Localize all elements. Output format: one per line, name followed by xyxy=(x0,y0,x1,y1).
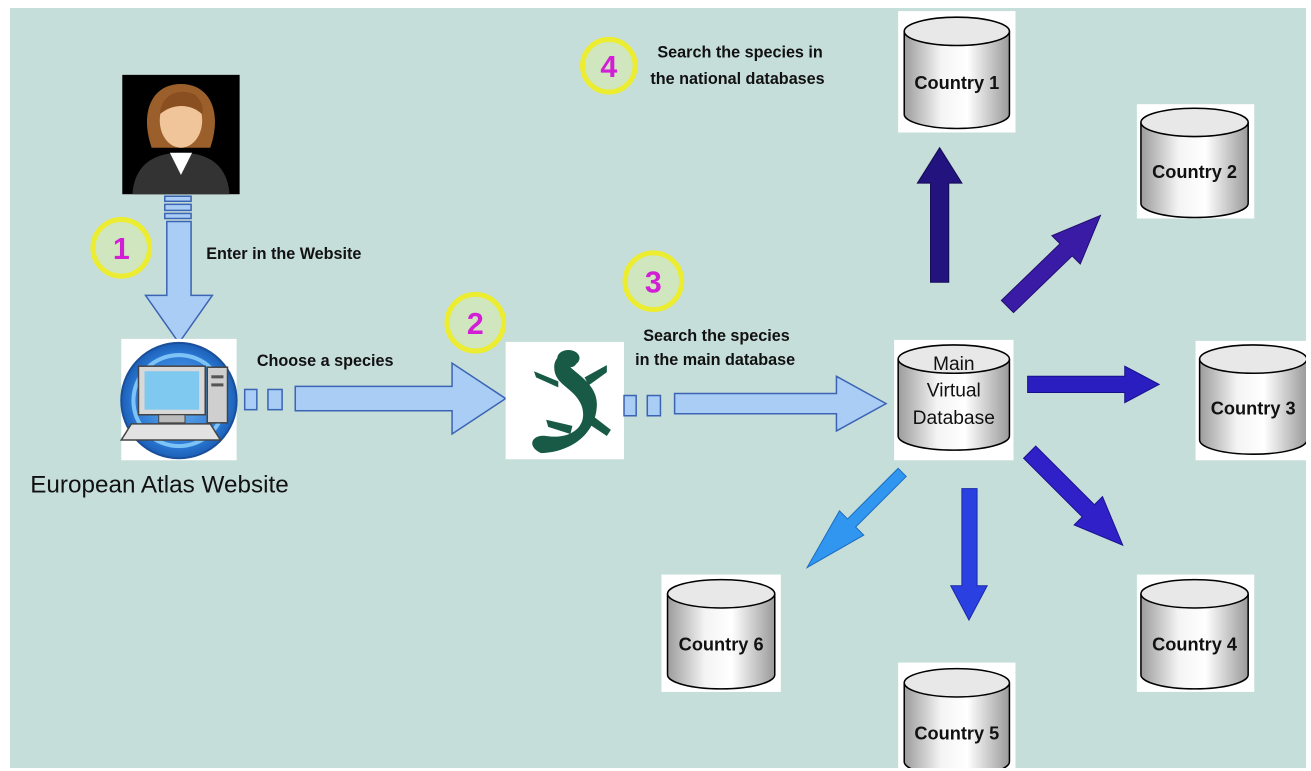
user-avatar xyxy=(122,74,240,195)
step-3-badge: 3 xyxy=(622,250,685,313)
step-3-label-line-1: Search the species xyxy=(643,327,790,345)
country-1-label: Country 1 xyxy=(914,73,999,93)
step-1-number: 1 xyxy=(113,233,130,266)
step-3-number: 3 xyxy=(645,266,662,299)
country-6-label: Country 6 xyxy=(679,634,764,654)
main-db-label-line-2: Virtual xyxy=(927,381,981,402)
main-virtual-database xyxy=(894,339,1014,461)
main-db-label-line-1: Main xyxy=(933,354,975,375)
person-avatar-icon xyxy=(132,83,230,195)
country-4-label: Country 4 xyxy=(1152,634,1238,654)
computer-icon xyxy=(119,365,229,441)
arrow-to-country-6 xyxy=(805,467,907,569)
arrow-to-country-2 xyxy=(1000,214,1102,314)
country-3-label: Country 3 xyxy=(1211,399,1296,419)
arrow-enter-website xyxy=(144,195,214,345)
arrow-to-country-1 xyxy=(916,146,963,283)
species-logo xyxy=(505,341,625,460)
arrow-to-country-3 xyxy=(1027,365,1161,404)
step-4-label-line-2: the national databases xyxy=(650,70,824,88)
arrow-choose-species xyxy=(243,361,508,436)
main-db-label-line-3: Database xyxy=(913,408,995,429)
website-computer xyxy=(119,338,238,461)
step-2-number: 2 xyxy=(467,308,484,341)
step-4-badge: 4 xyxy=(580,36,638,95)
step-2-label: Choose a species xyxy=(257,352,394,370)
country-2-label: Country 2 xyxy=(1152,162,1237,182)
arrow-to-country-4 xyxy=(1022,445,1124,547)
lizard-icon xyxy=(532,350,611,454)
arrow-search-main-db xyxy=(623,375,888,433)
step-1-label: Enter in the Website xyxy=(206,245,361,263)
country-db-2 xyxy=(1136,104,1255,219)
diagram-svg: 1 2 3 4 Enter in the Website Choose a sp… xyxy=(30,11,1306,768)
step-4-label-line-1: Search the species in xyxy=(657,44,822,62)
country-db-6 xyxy=(661,574,781,692)
country-db-1 xyxy=(898,11,1016,133)
step-1-badge: 1 xyxy=(90,216,153,279)
country-5-label: Country 5 xyxy=(914,723,999,743)
step-2-badge: 2 xyxy=(444,291,507,354)
country-db-5 xyxy=(898,662,1016,768)
diagram-canvas: 1 2 3 4 Enter in the Website Choose a sp… xyxy=(10,8,1306,768)
step-4-number: 4 xyxy=(600,51,617,84)
arrow-to-country-5 xyxy=(949,488,989,622)
country-db-4 xyxy=(1136,574,1255,692)
step-3-label-line-2: in the main database xyxy=(635,351,795,369)
country-db-3 xyxy=(1195,340,1306,461)
website-caption: European Atlas Website xyxy=(30,472,289,499)
